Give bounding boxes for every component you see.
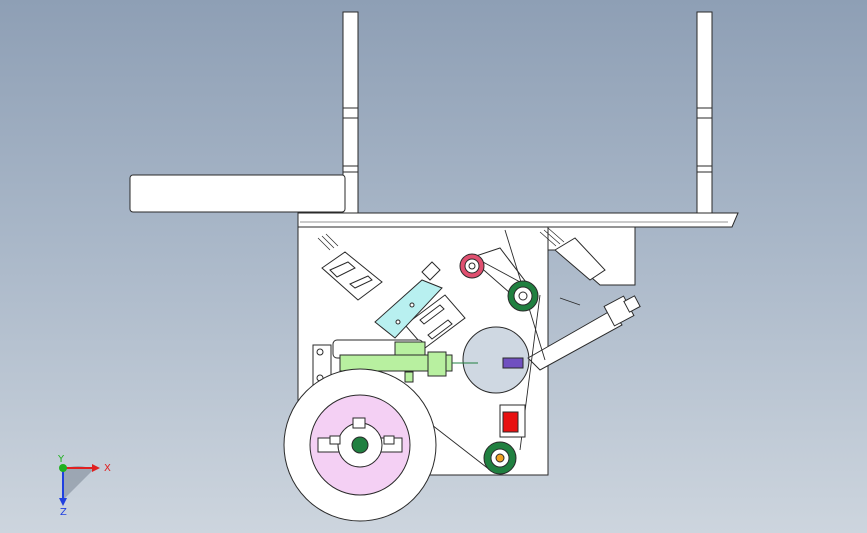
left-shelf-plate xyxy=(129,174,346,213)
left-upright-post xyxy=(342,11,359,215)
green-idler-roller-bottom xyxy=(483,441,517,475)
coordinate-triad: X Y Z xyxy=(57,454,111,518)
sensor-bracket-left xyxy=(317,233,383,301)
red-clamp-block xyxy=(499,404,526,438)
x-axis-label: X xyxy=(104,463,111,474)
green-idler-roller-top xyxy=(507,280,539,312)
y-axis-label: Y xyxy=(57,454,65,465)
cyan-plate-clip xyxy=(421,261,441,281)
y-axis-marker xyxy=(59,464,67,472)
right-upright-post xyxy=(696,11,713,215)
purple-nozzle xyxy=(502,357,524,369)
central-hole xyxy=(462,326,530,394)
diagonal-air-cylinder xyxy=(527,295,641,371)
sensor-bracket-right xyxy=(539,227,606,281)
green-linear-actuator xyxy=(339,341,478,383)
z-axis-label: Z xyxy=(60,507,67,518)
top-horizontal-bar xyxy=(297,212,739,228)
red-idler-roller xyxy=(459,253,485,279)
tape-reel xyxy=(283,368,437,522)
cyan-angled-plate xyxy=(374,279,443,339)
